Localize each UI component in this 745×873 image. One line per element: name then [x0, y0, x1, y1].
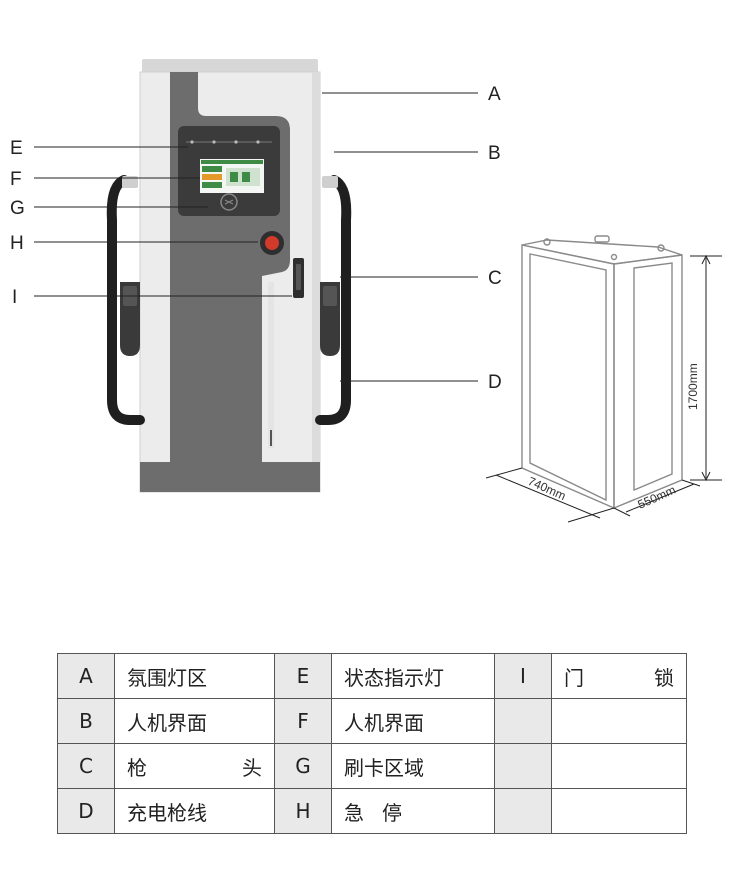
- legend-key: [494, 698, 552, 744]
- right-cable: [315, 175, 352, 425]
- right-charging-gun: [315, 175, 352, 425]
- legend-key: A: [57, 653, 115, 699]
- table-row: B 人机界面 F 人机界面: [57, 698, 687, 744]
- legend-key: D: [57, 788, 115, 834]
- light-strip: [268, 282, 274, 448]
- legend-table: A 氛围灯区 E 状态指示灯 I 门锁 B 人机界面 F 人机界面 C 枪头 G…: [57, 653, 687, 834]
- callout-D: D: [488, 372, 502, 393]
- card-reader: [220, 193, 238, 211]
- legend-value: [551, 698, 687, 744]
- legend-key: E: [274, 653, 332, 699]
- legend-value: 刷卡区域: [331, 743, 495, 789]
- emergency-stop-button: [260, 231, 284, 255]
- callout-G: G: [10, 198, 25, 219]
- cabinet-drawing: [521, 235, 683, 510]
- legend-value: 状态指示灯: [331, 653, 495, 699]
- left-cable: [106, 175, 145, 425]
- legend-key: G: [274, 743, 332, 789]
- legend-key: I: [494, 653, 552, 699]
- callout-C: C: [488, 268, 502, 289]
- callout-H: H: [10, 233, 24, 254]
- legend-value: [551, 788, 687, 834]
- charger-station: [139, 59, 321, 493]
- callout-E: E: [10, 138, 23, 159]
- table-row: D 充电枪线 H 急停: [57, 788, 687, 834]
- legend-value: 充电枪线: [114, 788, 275, 834]
- callout-A: A: [488, 84, 501, 105]
- left-charging-gun: [106, 175, 145, 425]
- legend-key: [494, 743, 552, 789]
- legend-key: [494, 788, 552, 834]
- callout-F: F: [10, 169, 22, 190]
- legend-value: 枪头: [114, 743, 275, 789]
- ambient-light-cap: [142, 59, 318, 73]
- legend-key: H: [274, 788, 332, 834]
- status-indicator-lights: [186, 140, 272, 144]
- legend-key: B: [57, 698, 115, 744]
- table-row: A 氛围灯区 E 状态指示灯 I 门锁: [57, 653, 687, 699]
- legend-value: 急停: [331, 788, 495, 834]
- callout-B: B: [488, 143, 501, 164]
- height-dimension: 1700mm: [686, 363, 700, 410]
- left-holster: [122, 176, 138, 188]
- cabinet-top: [521, 239, 683, 265]
- cabinet-front: [521, 244, 615, 510]
- charger-base: [140, 462, 320, 492]
- strip-slot: [270, 430, 272, 446]
- side-panel: [312, 72, 320, 492]
- hmi-screen: [200, 159, 264, 193]
- charger-diagram: A B C D E F G H I 1700mm 740mm 550mm: [10, 59, 722, 523]
- card-reader-symbol: [224, 199, 234, 205]
- legend-value: 门锁: [551, 653, 687, 699]
- legend-key: C: [57, 743, 115, 789]
- legend-value: 人机界面: [114, 698, 275, 744]
- callout-lines: [34, 92, 478, 382]
- dimension-lines: [485, 254, 722, 523]
- callout-I: I: [12, 287, 17, 308]
- right-holster: [322, 176, 338, 188]
- legend-value: 氛围灯区: [114, 653, 275, 699]
- legend-value: 人机界面: [331, 698, 495, 744]
- legend-value: [551, 743, 687, 789]
- legend-key: F: [274, 698, 332, 744]
- table-row: C 枪头 G 刷卡区域: [57, 743, 687, 789]
